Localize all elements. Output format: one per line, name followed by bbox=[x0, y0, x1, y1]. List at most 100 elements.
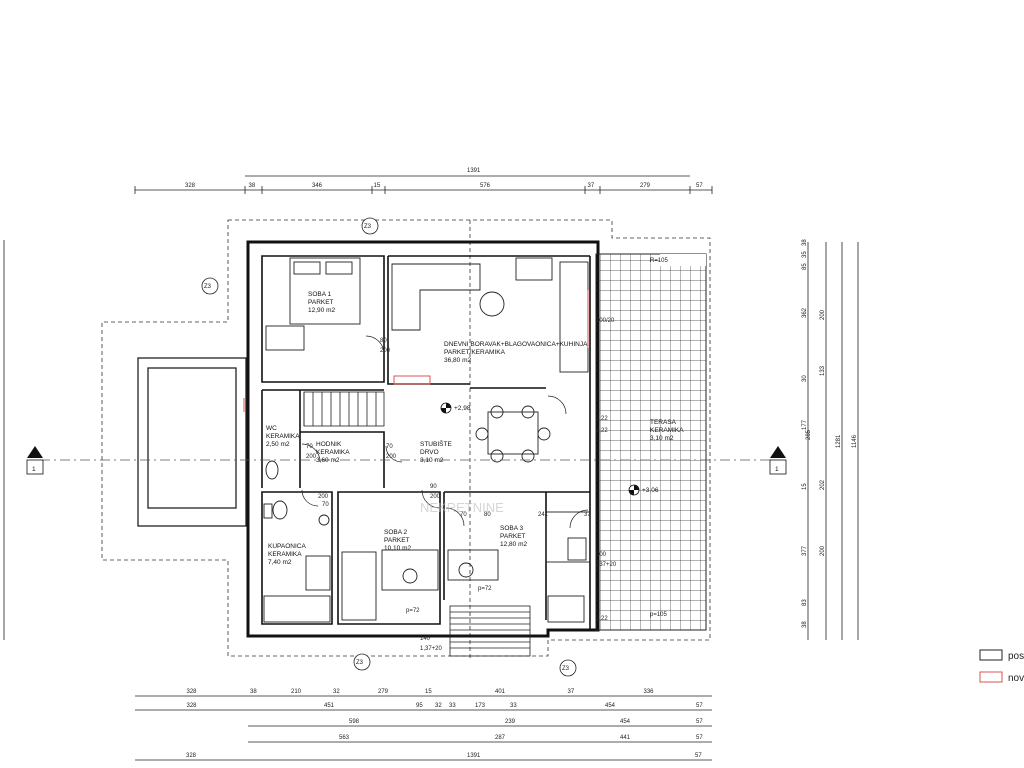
room-name-kupaonica: KUPAONICA bbox=[268, 543, 306, 550]
dim-top-part: 57 bbox=[696, 183, 703, 189]
dim-right-part: 1146 bbox=[852, 434, 858, 448]
dim-bottom-part: 563 bbox=[339, 735, 350, 741]
room-name-terasa: TERASA bbox=[650, 419, 677, 426]
room-floor-wc: KERAMIKA bbox=[266, 433, 300, 440]
section-label-right: 1 bbox=[775, 466, 779, 473]
door-label: 90 bbox=[430, 484, 437, 490]
room-area-soba1: 12,90 m2 bbox=[308, 307, 335, 314]
dim-right-part: 202 bbox=[820, 479, 826, 490]
tag-z3-4: Z3 bbox=[562, 666, 570, 672]
elevation-2: +3,06 bbox=[642, 487, 659, 494]
door-label: 241 bbox=[538, 512, 549, 518]
dim-bottom-part: 328 bbox=[186, 753, 197, 759]
window-label: p=105 bbox=[650, 612, 668, 618]
dim-bottom-part: 336 bbox=[644, 689, 655, 695]
door-label: 200 bbox=[318, 494, 329, 500]
dim-right-part: 35 bbox=[802, 251, 808, 258]
dim-right-part: 83 bbox=[802, 599, 808, 606]
door-label: p=72 bbox=[478, 586, 492, 592]
terrace-tiles bbox=[595, 253, 707, 631]
dim-top-part: 328 bbox=[185, 183, 196, 189]
tag-z3-2: Z3 bbox=[204, 284, 212, 290]
window-label: 200/20 bbox=[596, 318, 615, 324]
dim-top-part: 279 bbox=[640, 183, 651, 189]
dim-top-part: 346 bbox=[312, 183, 323, 189]
room-name-hodnik: HODNIK bbox=[316, 441, 342, 448]
door-label: 200 bbox=[380, 348, 391, 354]
door-label: 200 bbox=[306, 454, 317, 460]
room-area-dnevni: 36,80 m2 bbox=[444, 357, 471, 364]
dim-right-part: 200 bbox=[820, 309, 826, 320]
dims-right bbox=[3, 240, 859, 640]
room-name-wc: WC bbox=[266, 425, 277, 432]
door-label: 80 bbox=[380, 338, 387, 344]
dim-bottom-total: 1391 bbox=[467, 753, 481, 759]
room-name-soba2: SOBA 2 bbox=[384, 529, 408, 536]
door-label: 200 bbox=[430, 494, 441, 500]
dims-top bbox=[134, 175, 713, 194]
stairs bbox=[303, 391, 531, 657]
section-marker-left bbox=[26, 446, 44, 475]
dim-bottom-part: 38 bbox=[250, 689, 257, 695]
dim-bottom-part: 33 bbox=[510, 703, 517, 709]
door-swings bbox=[301, 335, 589, 529]
dim-right-part: 38 bbox=[802, 239, 808, 246]
door-label: 70 bbox=[322, 502, 329, 508]
window-label: 1,37+20 bbox=[420, 646, 443, 652]
dim-right-part: 15 bbox=[802, 483, 808, 490]
dim-right-part: 200 bbox=[820, 545, 826, 556]
dim-right-part: 85 bbox=[802, 263, 808, 270]
dim-top-total: 1391 bbox=[467, 168, 481, 174]
roof-outline bbox=[101, 219, 711, 660]
room-area-stubiste: 3,10 m2 bbox=[420, 457, 444, 464]
door-label: 70 bbox=[386, 444, 393, 450]
room-area-terasa: 3,10 m2 bbox=[650, 435, 674, 442]
legend bbox=[979, 649, 1003, 683]
dim-bottom-part: 32 bbox=[435, 703, 442, 709]
section-label-left: 1 bbox=[32, 466, 36, 473]
dim-top-part: 576 bbox=[480, 183, 491, 189]
dim-top-part: 38 bbox=[249, 183, 256, 189]
room-floor-soba3: PARKET bbox=[500, 533, 526, 540]
z3-callouts bbox=[201, 217, 577, 677]
room-floor-terasa: KERAMIKA bbox=[650, 427, 684, 434]
dim-right-part: 285 bbox=[806, 429, 812, 440]
dim-bottom-part: 57 bbox=[696, 719, 703, 725]
room-name-soba1: SOBA 1 bbox=[308, 291, 332, 298]
dim-right-part: 1281 bbox=[836, 434, 842, 448]
dim-bottom-part: 57 bbox=[696, 703, 703, 709]
dim-right-part: 377 bbox=[802, 545, 808, 556]
watermark-text: NEKRETNINE bbox=[420, 500, 504, 515]
room-floor-hodnik: KERAMIKA bbox=[316, 449, 350, 456]
new-elements bbox=[243, 290, 589, 412]
dims-bottom bbox=[135, 695, 712, 761]
section-marker-right bbox=[769, 446, 787, 475]
room-name-dnevni: DNEVNI BORAVAK+BLAGOVAONICA+KUHINJA bbox=[444, 341, 588, 348]
dim-bottom-part: 454 bbox=[620, 719, 631, 725]
legend-swatch-new bbox=[979, 671, 1003, 683]
pergola bbox=[137, 357, 247, 527]
legend-label-existing: pos bbox=[1008, 651, 1024, 662]
dim-bottom-part: 37 bbox=[568, 689, 575, 695]
door-label: 80 bbox=[484, 512, 491, 518]
dim-bottom-part: 173 bbox=[475, 703, 486, 709]
dim-bottom-part: 57 bbox=[696, 735, 703, 741]
door-label: p=72 bbox=[406, 608, 420, 614]
room-area-hodnik: 3,60 m2 bbox=[316, 457, 340, 464]
legend-label-new: nov bbox=[1008, 673, 1024, 684]
door-label: 200 bbox=[386, 454, 397, 460]
room-name-soba3: SOBA 3 bbox=[500, 525, 524, 532]
dim-right-part: 30 bbox=[802, 375, 808, 382]
dim-bottom-part: 57 bbox=[695, 753, 702, 759]
legend-swatch-existing bbox=[979, 649, 1003, 661]
room-floor-kupaonica: KERAMIKA bbox=[268, 551, 302, 558]
dim-right-part: 177 bbox=[802, 419, 808, 430]
dim-right-part: 38 bbox=[802, 621, 808, 628]
interior-walls bbox=[261, 255, 591, 630]
window-label: 140 bbox=[420, 636, 431, 642]
exterior-walls bbox=[246, 240, 600, 638]
furniture bbox=[263, 257, 591, 623]
window-label: R=105 bbox=[650, 258, 669, 264]
room-floor-soba1: PARKET bbox=[308, 299, 334, 306]
